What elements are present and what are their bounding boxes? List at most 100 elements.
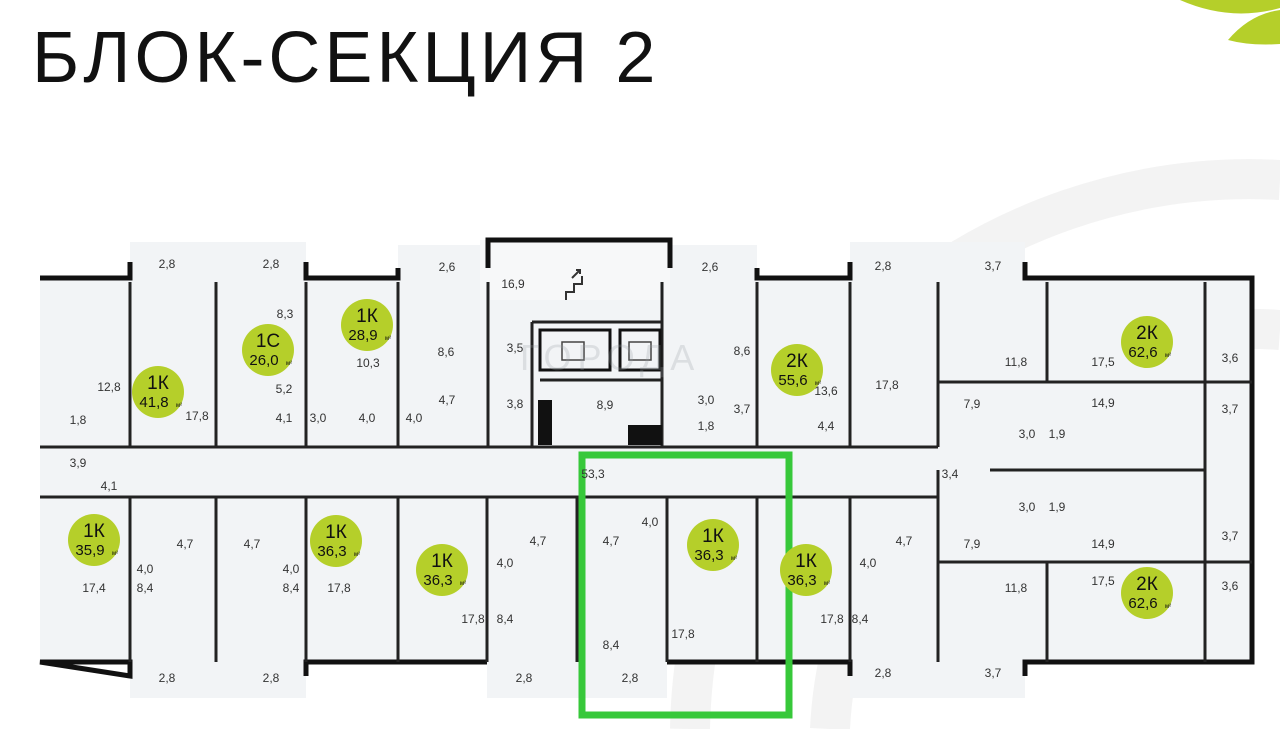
room-area-label: 2,8: [263, 257, 280, 271]
room-area-label: 7,9: [964, 537, 981, 551]
room-area-label: 8,4: [852, 612, 869, 626]
room-area-label: 17,8: [820, 612, 844, 626]
room-area-label: 53,3: [581, 467, 605, 481]
apartment-type: 1К: [356, 306, 378, 327]
room-area-label: 1,8: [698, 419, 715, 433]
room-area-label: 11,8: [1005, 581, 1028, 595]
apartment-badge-circle: [416, 544, 468, 596]
room-area-label: 12,8: [97, 380, 121, 394]
room-area-label: 17,8: [671, 627, 695, 641]
room-area-label: 4,1: [276, 411, 293, 425]
apartment-badge-circle: [341, 299, 393, 351]
apartment-area: 35,9: [75, 542, 104, 559]
room-area-label: 8,6: [438, 345, 455, 359]
apartment-type: 2К: [1136, 323, 1158, 344]
elevator-shafts: [538, 328, 662, 445]
room-area-label: 3,0: [310, 411, 327, 425]
apartment-badge-circle: [310, 515, 362, 567]
apartment-area: 28,9: [348, 327, 377, 344]
room-area-label: 3,6: [1222, 351, 1239, 365]
page-title: БЛОК-СЕКЦИЯ 2: [32, 18, 660, 98]
room-area-label: 17,5: [1091, 574, 1115, 588]
room-area-label: 3,7: [1222, 529, 1239, 543]
room-area-label: 3,4: [942, 467, 959, 481]
apartment-area: 36,3: [787, 572, 816, 589]
room-area-label: 4,7: [530, 534, 547, 548]
apartment-badge-circle: [780, 544, 832, 596]
room-area-label: 2,8: [875, 666, 892, 680]
apartment-area-unit: м²: [1165, 353, 1171, 359]
room-area-label: 13,6: [814, 384, 838, 398]
apartment-area: 62,6: [1128, 595, 1157, 612]
room-area-label: 8,4: [497, 612, 514, 626]
room-area-label: 3,5: [507, 341, 524, 355]
room-area-label: 4,0: [283, 562, 300, 576]
room-area-label: 3,7: [985, 666, 1002, 680]
room-area-label: 4,0: [497, 556, 514, 570]
room-area-label: 4,7: [439, 393, 456, 407]
apartment-type: 2К: [1136, 574, 1158, 595]
room-area-label: 14,9: [1091, 396, 1115, 410]
room-area-label: 17,8: [875, 378, 899, 392]
room-area-label: 2,6: [702, 260, 719, 274]
apartment-area: 36,3: [694, 547, 723, 564]
apartment-area-unit: м²: [731, 556, 737, 562]
apartment-area-unit: м²: [385, 336, 391, 342]
room-area-label: 2,8: [622, 671, 639, 685]
room-area-label: 11,8: [1005, 355, 1028, 369]
leaf-logo: [1180, 0, 1280, 45]
room-area-label: 4,4: [818, 419, 835, 433]
apartment-type: 2К: [786, 351, 808, 372]
apartment-area-unit: м²: [286, 361, 292, 367]
room-area-label: 8,9: [597, 398, 614, 412]
room-area-label: 2,8: [263, 671, 280, 685]
room-area-label: 2,8: [159, 671, 176, 685]
apartment-area: 36,3: [423, 572, 452, 589]
apartment-area-unit: м²: [824, 581, 830, 587]
apartment-area-unit: м²: [354, 552, 360, 558]
room-area-label: 17,4: [82, 581, 106, 595]
room-area-label: 4,7: [244, 537, 261, 551]
apartment-area: 26,0: [249, 352, 278, 369]
apartment-area-unit: м²: [460, 581, 466, 587]
apartment-area-unit: м²: [176, 403, 182, 409]
apartment-type: 1К: [795, 551, 817, 572]
apartment-type: 1К: [147, 373, 169, 394]
apartment-type: 1К: [325, 522, 347, 543]
room-area-label: 3,7: [1222, 402, 1239, 416]
apartment-type: 1С: [256, 331, 280, 352]
interior-walls: [40, 282, 1252, 662]
room-area-label: 8,4: [603, 638, 620, 652]
apartment-type: 1К: [83, 521, 105, 542]
room-area-label: 8,6: [734, 344, 751, 358]
apartment-type: 1К: [702, 526, 724, 547]
room-area-label: 2,8: [875, 259, 892, 273]
room-area-label: 3,0: [1019, 427, 1036, 441]
room-area-label: 8,4: [283, 581, 300, 595]
room-area-label: 4,1: [101, 479, 118, 493]
watermark: ГОРОДА: [520, 337, 700, 378]
room-area-label: 2,8: [159, 257, 176, 271]
apartment-badge-circle: [1121, 316, 1173, 368]
room-area-label: 17,8: [327, 581, 351, 595]
room-area-label: 5,2: [276, 382, 293, 396]
apartment-badge-circle: [687, 519, 739, 571]
apartment-badge-circle: [242, 324, 294, 376]
room-area-label: 4,7: [603, 534, 620, 548]
room-area-label: 1,9: [1049, 500, 1066, 514]
room-area-label: 3,0: [1019, 500, 1036, 514]
apartment-area: 36,3: [317, 543, 346, 560]
